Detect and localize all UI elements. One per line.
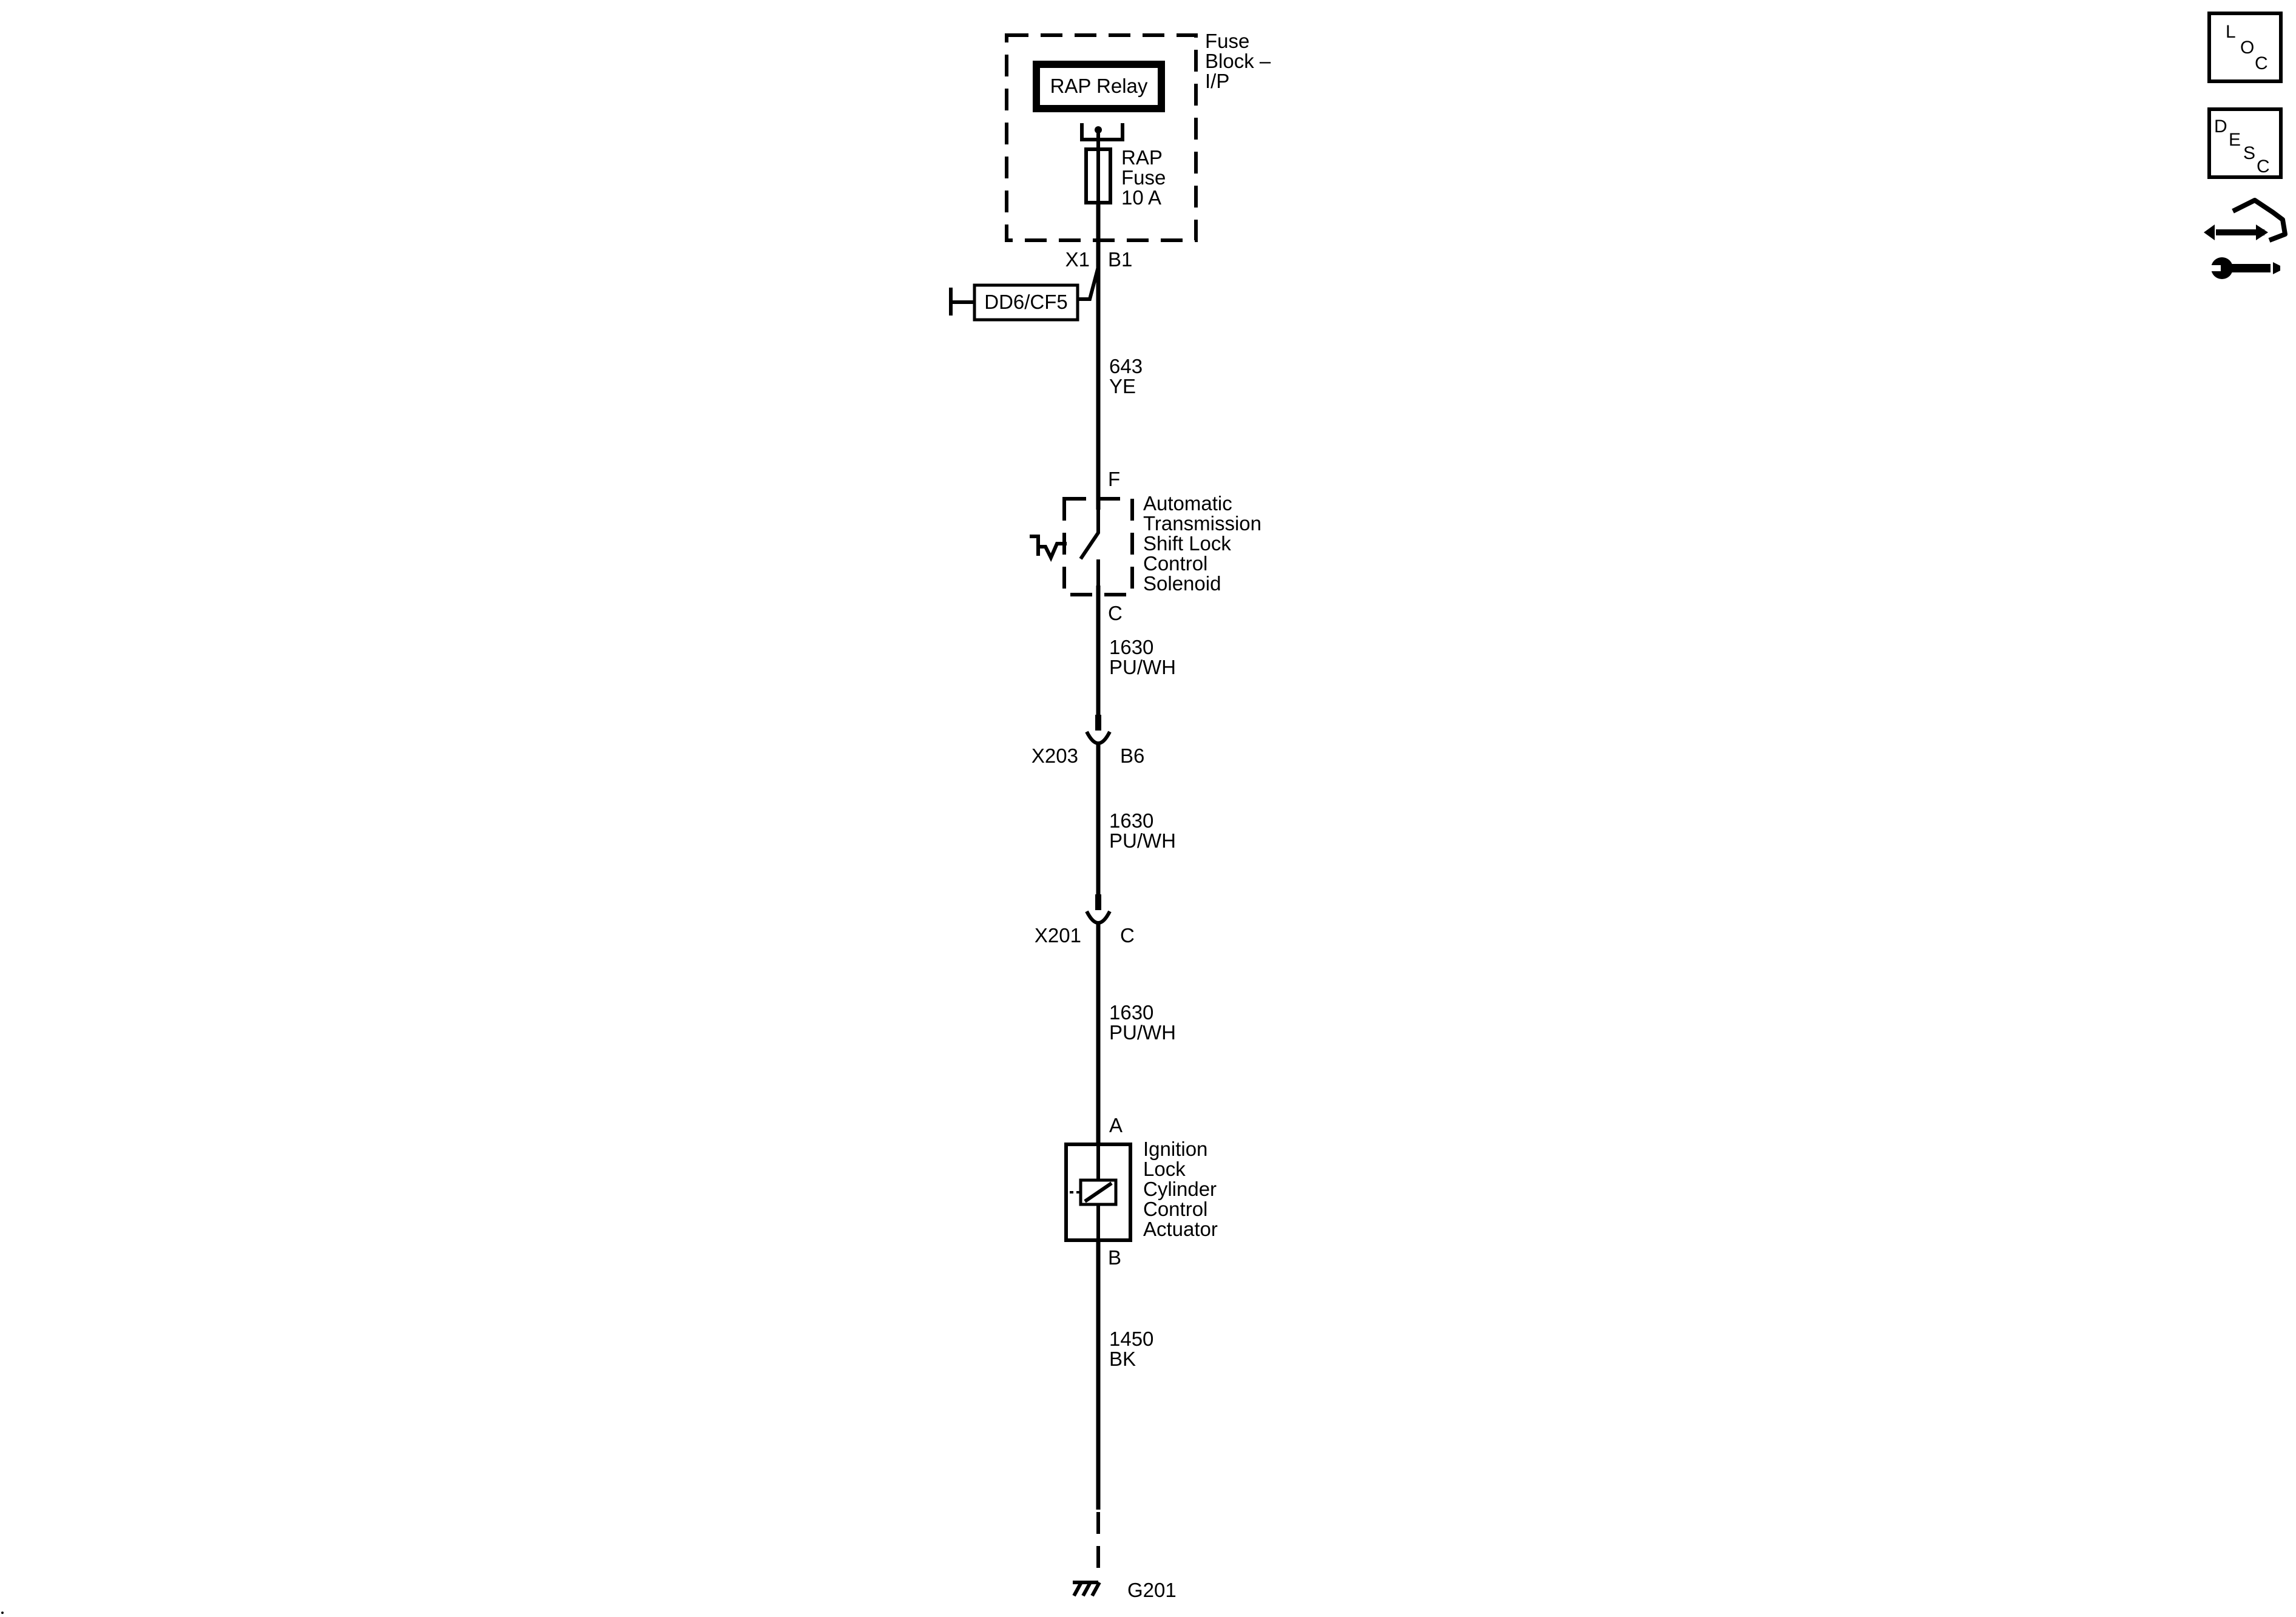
svg-text:Ignition Lock Cyli: Ignition Lock Cylinder Control Actuator	[1143, 1138, 1222, 1240]
actuator-name-line5: Actuator	[1143, 1218, 1218, 1240]
page-corner-mark	[1, 1612, 4, 1614]
shift-lock-solenoid[interactable]: F C Automatic Transmission Shift Lock Co…	[1030, 468, 1267, 624]
desc-letter-e: E	[2229, 130, 2241, 150]
b1-pin-label: B1	[1108, 248, 1132, 271]
svg-text:643 YE: 643 YE	[1109, 355, 1148, 397]
rap-relay-label: RAP Relay	[1050, 75, 1148, 97]
rap-fuse-label-line2: Fuse	[1121, 166, 1166, 189]
rap-fuse-label-line3: 10 A	[1121, 186, 1161, 209]
solenoid-boundary	[1062, 497, 1134, 596]
x201-pin-label: C	[1120, 924, 1135, 947]
actuator-name-line4: Control	[1143, 1198, 1207, 1220]
actuator-pin-b: B	[1108, 1246, 1121, 1269]
solenoid-name-line3: Shift Lock	[1143, 532, 1231, 555]
ignition-lock-actuator[interactable]: A B Ignition Lock Cylinder Control Actua…	[1064, 1114, 1222, 1269]
wire-1450-color: BK	[1109, 1348, 1136, 1370]
solenoid-actuator-symbol	[1030, 535, 1067, 562]
rap-fuse-label-line1: RAP	[1121, 146, 1162, 169]
actuator-name-line1: Ignition	[1143, 1138, 1207, 1160]
dd6-cf5-label: DD6/CF5	[984, 291, 1068, 313]
wire-1630a-circuit: 1630	[1109, 636, 1153, 658]
svg-text:1630 PU/WH: 1630 PU/WH	[1109, 636, 1176, 678]
svg-text:D E S C: D E S C	[2214, 116, 2270, 177]
actuator-pin-a: A	[1109, 1114, 1123, 1136]
loc-letter-l: L	[2226, 22, 2235, 42]
svg-text:L O C: L O C	[2226, 22, 2268, 73]
diagnostic-tools-icon[interactable]	[2204, 198, 2288, 279]
solenoid-name-line4: Control	[1143, 552, 1207, 575]
connector-x203[interactable]: X203 B6	[1032, 715, 1144, 767]
solenoid-pin-f: F	[1108, 468, 1120, 490]
ground-g201[interactable]: G201	[1072, 1579, 1177, 1601]
fuse-block-name-line2: Block –	[1205, 50, 1271, 72]
wire-1630a-color: PU/WH	[1109, 656, 1176, 678]
svg-text:RAP Fuse 10 A: RAP Fuse 10 A	[1121, 146, 1172, 209]
loc-letter-c: C	[2255, 53, 2268, 73]
desc-letter-d: D	[2214, 116, 2227, 137]
wire-643-color: YE	[1109, 375, 1136, 397]
desc-button[interactable]: D E S C	[2207, 107, 2283, 179]
relay-contact	[1080, 123, 1124, 149]
solenoid-name-line2: Transmission	[1143, 512, 1261, 535]
x203-pin-label: B6	[1120, 744, 1144, 767]
rap-relay[interactable]: RAP Relay	[1033, 61, 1165, 112]
loc-button[interactable]: L O C	[2207, 12, 2283, 83]
loc-letter-o: O	[2240, 38, 2254, 58]
fuse-block-ip: Fuse Block – I/P RAP Relay RAP Fuse 10 A	[1005, 30, 1276, 242]
wire-1630b-color: PU/WH	[1109, 829, 1176, 852]
rap-fuse[interactable]: RAP Fuse 10 A	[1084, 146, 1172, 209]
svg-text:Fuse Block – I/P: Fuse Block – I/P	[1205, 30, 1276, 92]
solenoid-name-line1: Automatic	[1143, 492, 1232, 515]
solenoid-name-line5: Solenoid	[1143, 572, 1221, 595]
solenoid-pin-c: C	[1108, 602, 1123, 624]
svg-text:Automatic Transmission: Automatic Transmission Shift Lock Contro…	[1143, 492, 1267, 595]
x201-connector-label: X201	[1035, 924, 1081, 947]
wire-1450-circuit: 1450	[1109, 1328, 1153, 1350]
connector-x201[interactable]: X201 C	[1035, 894, 1135, 947]
fuse-block-boundary	[1005, 33, 1198, 242]
wire-1630c-color: PU/WH	[1109, 1021, 1176, 1044]
x203-connector-label: X203	[1032, 744, 1078, 767]
fuse-block-name-line1: Fuse	[1205, 30, 1249, 52]
desc-letter-s: S	[2243, 143, 2255, 163]
actuator-name-line2: Lock	[1143, 1158, 1186, 1180]
dd6-cf5-splice[interactable]: DD6/CF5	[949, 266, 1100, 322]
wire-643-circuit: 643	[1109, 355, 1143, 377]
fuse-block-name-line3: I/P	[1205, 70, 1229, 92]
actuator-name-line3: Cylinder	[1143, 1178, 1217, 1200]
svg-text:1630 PU/WH: 1630 PU/WH	[1109, 1001, 1176, 1044]
wire-1630b-circuit: 1630	[1109, 809, 1153, 832]
rap-relay-box	[1033, 61, 1165, 112]
wire-1630c-circuit: 1630	[1109, 1001, 1153, 1024]
x1-connector-label: X1	[1065, 248, 1090, 271]
svg-text:1450 BK: 1450 BK	[1109, 1328, 1160, 1370]
svg-text:1630 PU/WH: 1630 PU/WH	[1109, 809, 1176, 852]
desc-letter-c: C	[2257, 157, 2270, 177]
ground-label: G201	[1127, 1579, 1177, 1601]
